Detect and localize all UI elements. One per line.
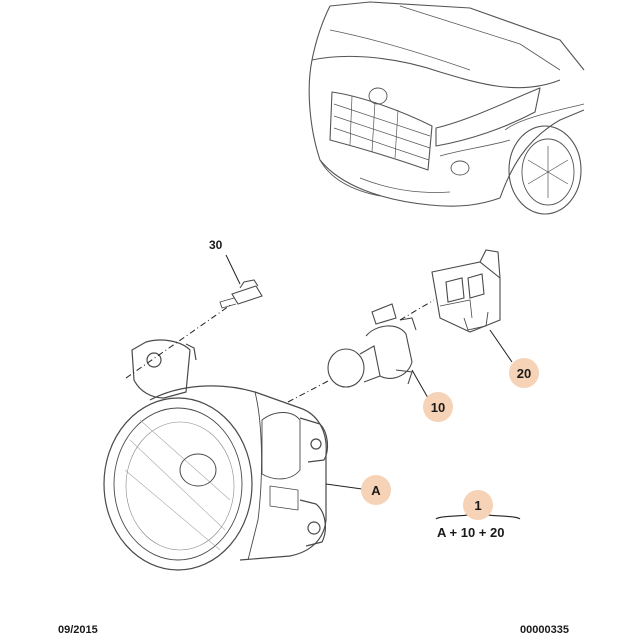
- footer-reference: 00000335: [520, 624, 569, 636]
- callout-30-bolt: 30: [209, 238, 223, 252]
- assembly-formula: A + 10 + 20: [437, 525, 505, 540]
- footer-date: 09/2015: [58, 624, 98, 636]
- callout-1-assembly: 1: [463, 490, 493, 520]
- connector-illustration: [431, 249, 501, 333]
- leader-lines: [125, 254, 513, 490]
- callout-10-bulb: 10: [423, 392, 453, 422]
- callout-20-connector: 20: [509, 358, 539, 388]
- car-front-illustration: [308, 1, 585, 215]
- bolt-illustration: [219, 279, 263, 309]
- bulb-illustration: [327, 303, 417, 388]
- callout-a-housing: A: [361, 475, 391, 505]
- fog-lamp-housing-illustration: [103, 339, 329, 571]
